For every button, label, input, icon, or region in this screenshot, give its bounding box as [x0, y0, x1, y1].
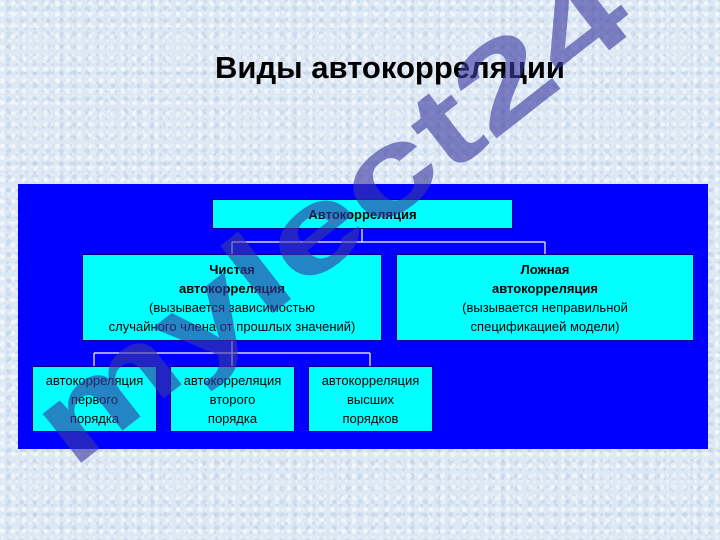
first-order-line-1: автокорреляция — [45, 372, 144, 388]
root-node-autocorrelation: Автокорреляция — [212, 199, 513, 229]
first-order-line-2: первого — [70, 391, 119, 407]
pure-node-description-1: (вызывается зависимостью — [149, 299, 315, 315]
second-order-line-3: порядка — [207, 410, 258, 426]
false-node-subtitle: автокорреляция — [492, 280, 598, 296]
first-order-line-3: порядка — [69, 410, 120, 426]
pure-node-description-2: случайного члена от прошлых значений) — [108, 318, 356, 334]
second-order-line-1: автокорреляция — [183, 372, 282, 388]
false-node-description-2: спецификацией модели) — [470, 318, 620, 334]
higher-order-line-3: порядков — [342, 410, 399, 426]
false-node-description-1: (вызывается неправильной — [462, 299, 628, 315]
slide-title: Виды автокорреляции — [215, 50, 565, 85]
pure-node-subtitle: автокорреляция — [179, 280, 285, 296]
node-pure-autocorrelation: Чистая автокорреляция (вызывается зависи… — [82, 254, 382, 341]
higher-order-line-2: высших — [347, 391, 394, 407]
higher-order-line-1: автокорреляция — [321, 372, 420, 388]
node-first-order: автокорреляция первого порядка — [32, 366, 157, 432]
pure-node-title: Чистая — [209, 261, 255, 277]
second-order-line-2: второго — [209, 391, 256, 407]
node-false-autocorrelation: Ложная автокорреляция (вызывается неправ… — [396, 254, 694, 341]
false-node-title: Ложная — [520, 261, 570, 277]
node-higher-order: автокорреляция высших порядков — [308, 366, 433, 432]
root-node-label: Автокорреляция — [308, 206, 417, 222]
node-second-order: автокорреляция второго порядка — [170, 366, 295, 432]
